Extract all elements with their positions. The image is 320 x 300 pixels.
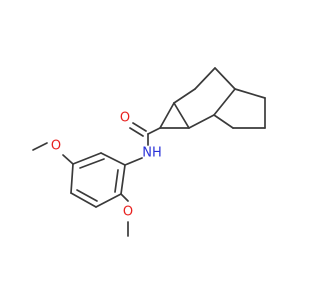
bond: [213, 88, 236, 116]
bond: [70, 192, 97, 208]
bond: [62, 154, 74, 165]
aromatic-inner-bond: [76, 189, 98, 202]
bond: [120, 193, 129, 202]
bond: [70, 163, 74, 194]
double-bond: [132, 122, 147, 132]
bond: [147, 127, 161, 135]
bond: [188, 114, 215, 129]
dimethoxyphenyl-ring: [70, 152, 126, 208]
bond: [72, 152, 102, 165]
aromatic-inner-bond: [79, 158, 105, 169]
structure-diagram: O NH O O: [32, 67, 266, 237]
methoxy-group-top: [32, 142, 74, 165]
bond: [173, 88, 196, 104]
methoxy-oxygen-top-label: O: [51, 139, 61, 154]
bond: [32, 142, 48, 151]
bond: [234, 88, 266, 99]
carbonyl-oxygen-label: O: [120, 111, 130, 126]
bond: [95, 193, 122, 208]
bond: [173, 102, 190, 129]
methoxy-group-bottom: [120, 193, 129, 237]
methoxy-oxygen-bottom-label: O: [123, 205, 133, 220]
bond: [124, 157, 143, 166]
amide-nitrogen-label: NH: [142, 146, 162, 161]
aromatic-inner-bond: [114, 169, 119, 193]
bond: [194, 67, 216, 90]
bond: [214, 67, 236, 90]
bond: [213, 114, 234, 129]
bond: [100, 152, 126, 166]
bond: [120, 164, 126, 195]
amide-group: [124, 122, 161, 166]
double-bond: [129, 127, 144, 137]
molecule-canvas: O NH O O: [32, 67, 266, 237]
bond: [159, 102, 175, 129]
tricyclic-cage: [159, 67, 266, 129]
